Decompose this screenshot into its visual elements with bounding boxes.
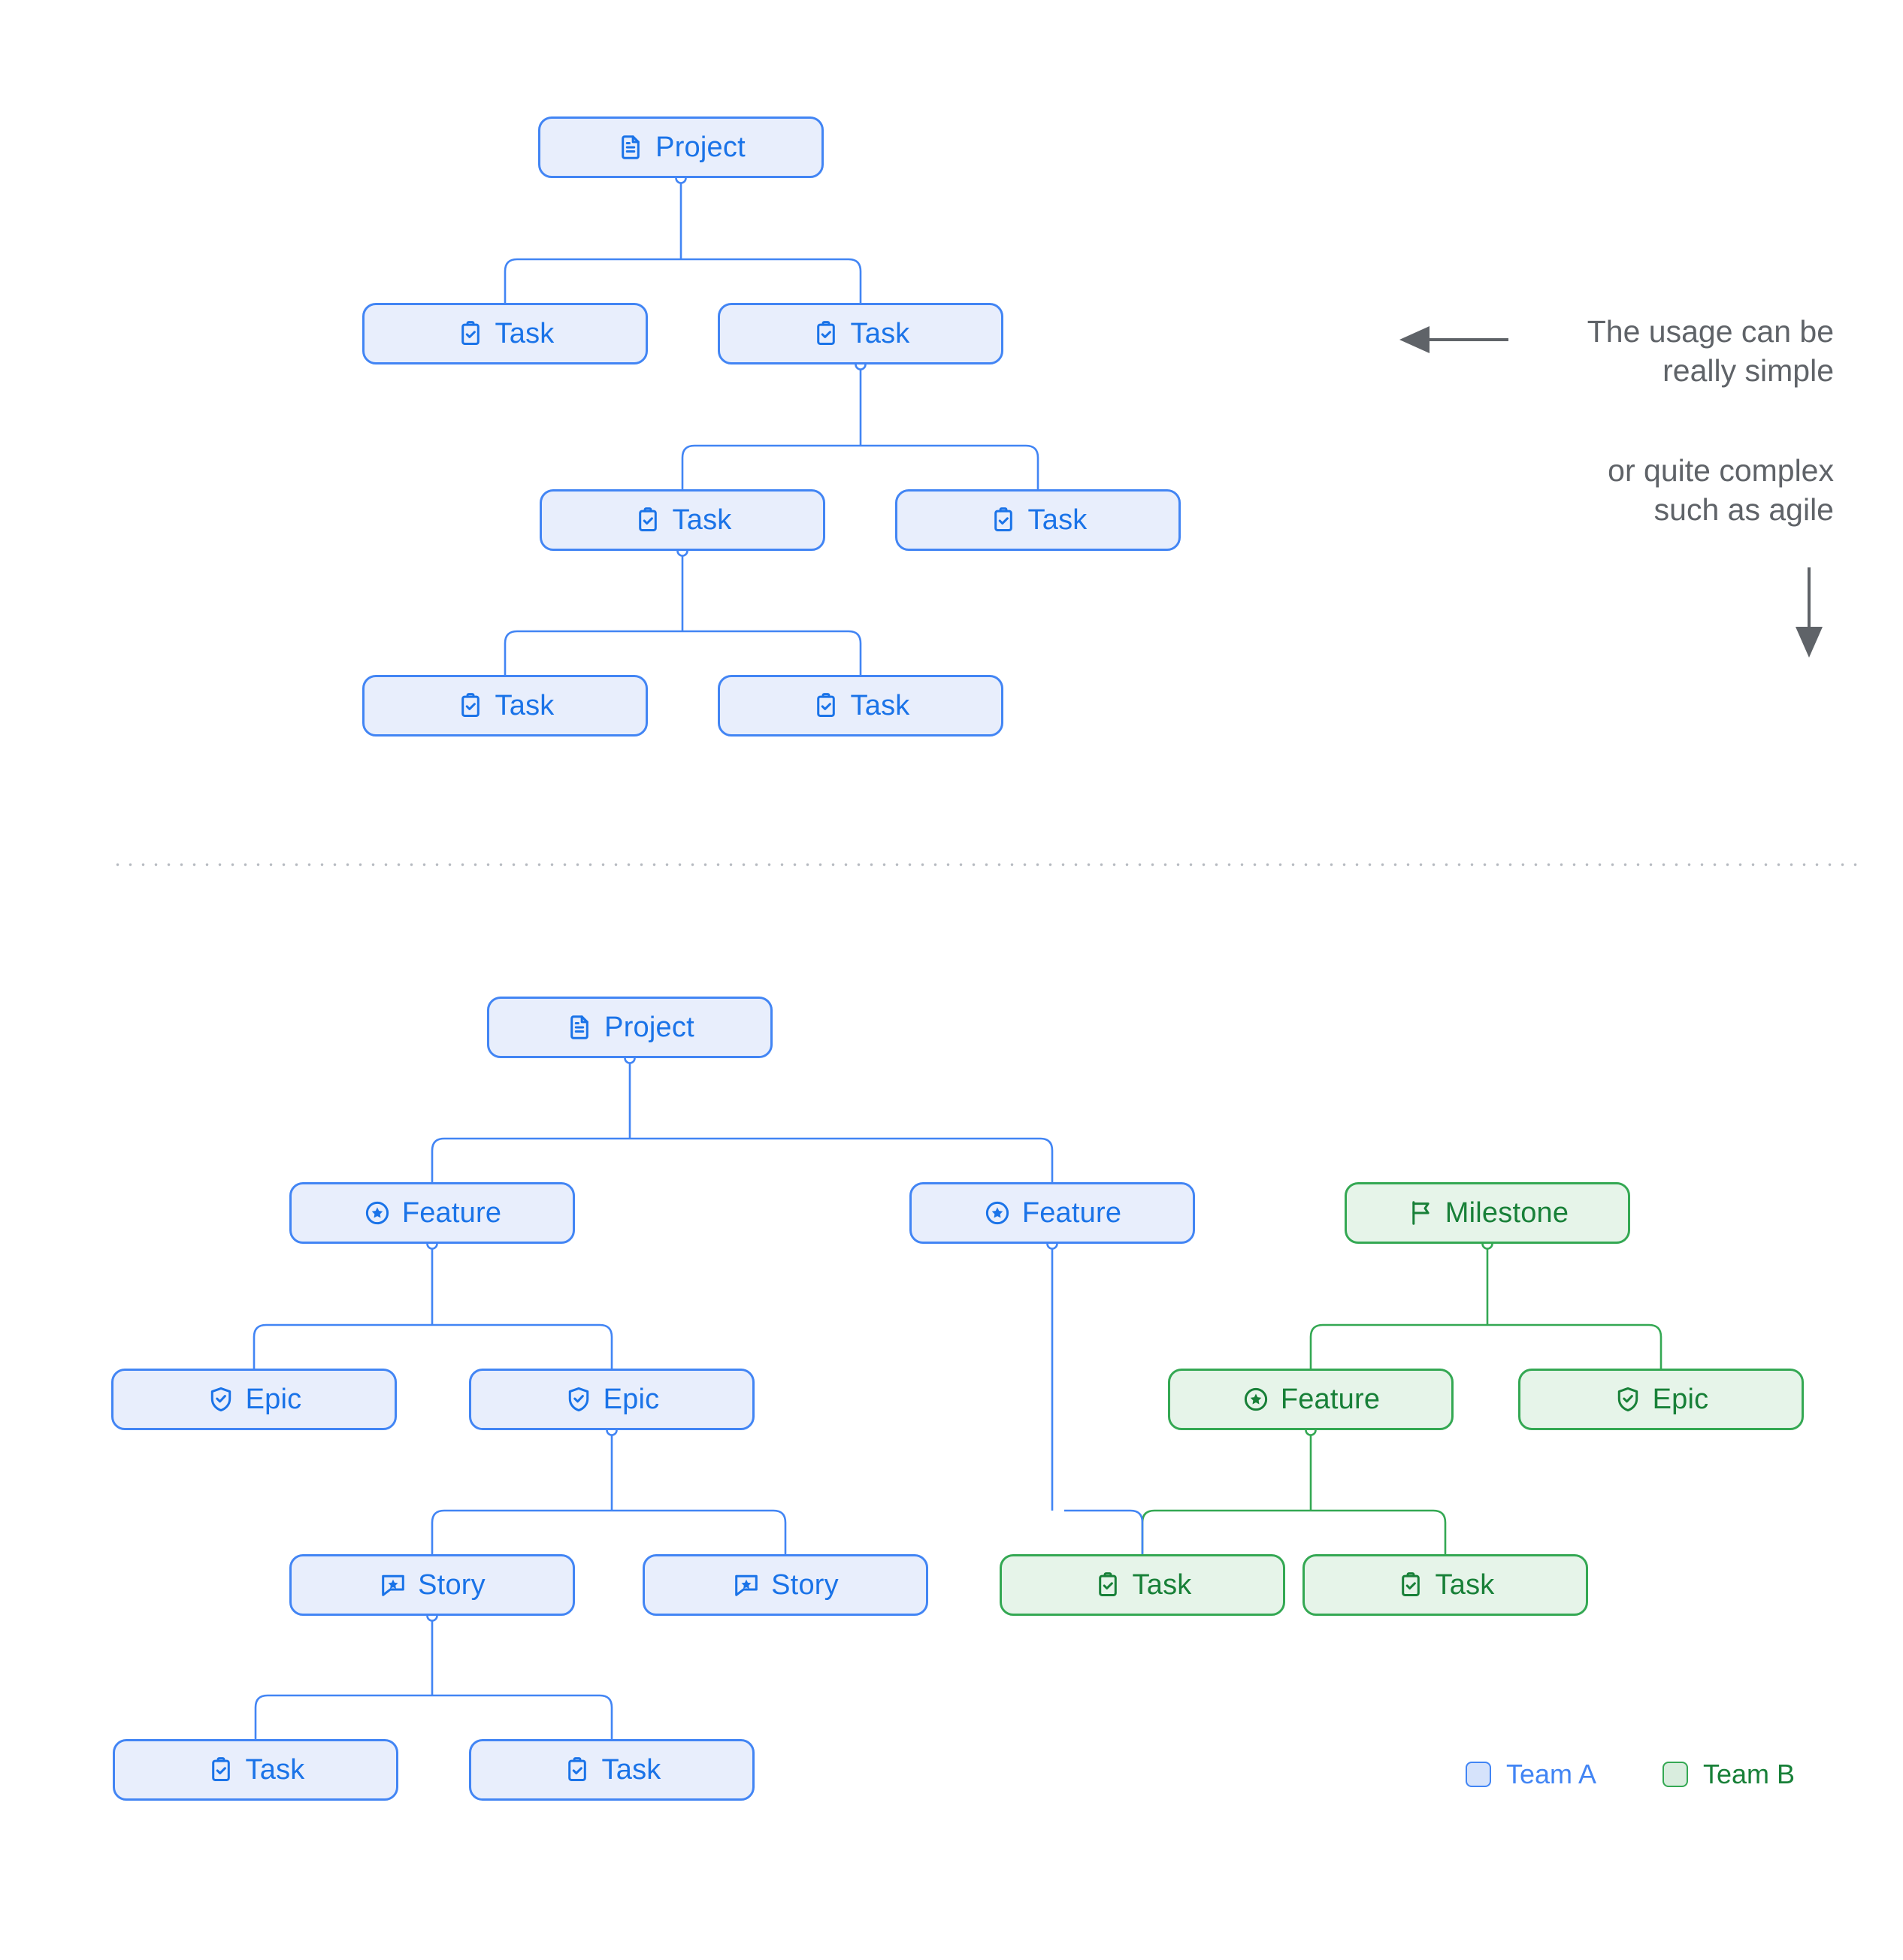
node-task-s4[interactable]: Task <box>895 489 1181 551</box>
connector-path <box>1309 1323 1324 1369</box>
node-task-s1[interactable]: Task <box>362 303 648 364</box>
annotation-line-1: The usage can be <box>1587 314 1834 349</box>
node-label: Epic <box>245 1383 302 1415</box>
node-label: Story <box>418 1568 486 1601</box>
node-milestone-a3[interactable]: Milestone <box>1345 1182 1630 1244</box>
legend-label: Team A <box>1506 1759 1597 1789</box>
task-icon <box>989 506 1018 534</box>
connector-path <box>1025 444 1039 489</box>
node-label: Task <box>1435 1568 1495 1601</box>
node-feature-a2[interactable]: Feature <box>909 1182 1195 1244</box>
connector-path <box>1039 1137 1054 1182</box>
connector-path <box>504 630 518 675</box>
node-story-a9[interactable]: Story <box>643 1554 928 1616</box>
node-label: Feature <box>1021 1196 1122 1229</box>
legend-item-team-b[interactable]: Team B <box>1662 1759 1795 1790</box>
connector-path <box>254 1694 268 1739</box>
task-icon <box>1396 1571 1425 1599</box>
node-label: Feature <box>401 1196 502 1229</box>
node-label: Task <box>672 504 732 536</box>
task-icon <box>563 1756 591 1784</box>
node-task-a12[interactable]: Task <box>113 1739 398 1801</box>
task-icon <box>812 319 840 348</box>
node-task-s6[interactable]: Task <box>718 675 1003 737</box>
node-label: Task <box>495 689 555 721</box>
connector-path <box>599 1694 613 1739</box>
connector-path <box>431 1509 445 1554</box>
node-label: Task <box>850 317 910 349</box>
legend-swatch-icon <box>1466 1762 1491 1787</box>
connector-path <box>773 1509 787 1554</box>
node-label: Story <box>771 1568 839 1601</box>
connector-path <box>253 1323 267 1369</box>
connector-path <box>599 1323 613 1369</box>
node-epic-a4[interactable]: Epic <box>111 1369 397 1430</box>
node-epic-a5[interactable]: Epic <box>469 1369 755 1430</box>
node-task-s3[interactable]: Task <box>540 489 825 551</box>
legend-item-team-a[interactable]: Team A <box>1466 1759 1596 1790</box>
node-task-s5[interactable]: Task <box>362 675 648 737</box>
node-label: Epic <box>603 1383 660 1415</box>
task-icon <box>456 319 485 348</box>
connector-path <box>1130 1509 1144 1554</box>
node-label: Task <box>1027 504 1088 536</box>
feature-icon <box>1242 1385 1270 1414</box>
node-task-a13[interactable]: Task <box>469 1739 755 1801</box>
node-label: Task <box>495 317 555 349</box>
node-label: Task <box>1132 1568 1192 1601</box>
task-icon <box>207 1756 235 1784</box>
task-icon <box>634 506 662 534</box>
connector-path <box>1141 1509 1155 1554</box>
arrow-down-icon <box>1796 567 1823 658</box>
node-project-s0[interactable]: Project <box>538 116 824 178</box>
node-label: Project <box>655 131 746 163</box>
annotation-line-2: really simple <box>1662 353 1834 389</box>
node-label: Project <box>604 1011 694 1043</box>
connector-path <box>1433 1509 1447 1554</box>
document-icon <box>565 1013 594 1042</box>
arrow-left-icon <box>1399 326 1508 353</box>
connector-path <box>848 630 862 675</box>
legend-swatch-icon <box>1662 1762 1688 1787</box>
story-icon <box>379 1571 407 1599</box>
annotation-line-3: or quite complex <box>1608 453 1834 488</box>
epic-icon <box>207 1385 235 1414</box>
task-icon <box>456 691 485 720</box>
connector-path <box>681 444 695 489</box>
epic-icon <box>1614 1385 1642 1414</box>
story-icon <box>732 1571 761 1599</box>
annotation-line-4: such as agile <box>1653 492 1834 528</box>
node-label: Task <box>850 689 910 721</box>
node-label: Task <box>245 1753 305 1786</box>
epic-icon <box>564 1385 593 1414</box>
feature-icon <box>363 1199 392 1227</box>
connector-path <box>1648 1323 1662 1369</box>
node-feature-a6[interactable]: Feature <box>1168 1369 1454 1430</box>
node-story-a8[interactable]: Story <box>289 1554 575 1616</box>
node-project-a0[interactable]: Project <box>487 997 773 1058</box>
node-label: Milestone <box>1445 1196 1569 1229</box>
node-task-s2[interactable]: Task <box>718 303 1003 364</box>
usage-annotation: The usage can be really simple <box>1413 312 1834 390</box>
node-label: Epic <box>1652 1383 1709 1415</box>
task-icon <box>812 691 840 720</box>
feature-icon <box>983 1199 1012 1227</box>
node-feature-a1[interactable]: Feature <box>289 1182 575 1244</box>
node-task-a11[interactable]: Task <box>1302 1554 1588 1616</box>
milestone-icon <box>1406 1199 1435 1227</box>
section-divider <box>111 863 1862 867</box>
task-icon <box>1094 1571 1122 1599</box>
connector-path <box>431 1137 445 1182</box>
node-label: Feature <box>1280 1383 1381 1415</box>
connector-path <box>504 258 518 303</box>
usage-annotation-2: or quite complex such as agile <box>1413 451 1834 529</box>
node-label: Task <box>601 1753 661 1786</box>
node-epic-a7[interactable]: Epic <box>1518 1369 1804 1430</box>
document-icon <box>616 133 645 162</box>
connector-path <box>848 258 862 303</box>
node-task-a10[interactable]: Task <box>1000 1554 1285 1616</box>
legend-label: Team B <box>1703 1759 1796 1789</box>
